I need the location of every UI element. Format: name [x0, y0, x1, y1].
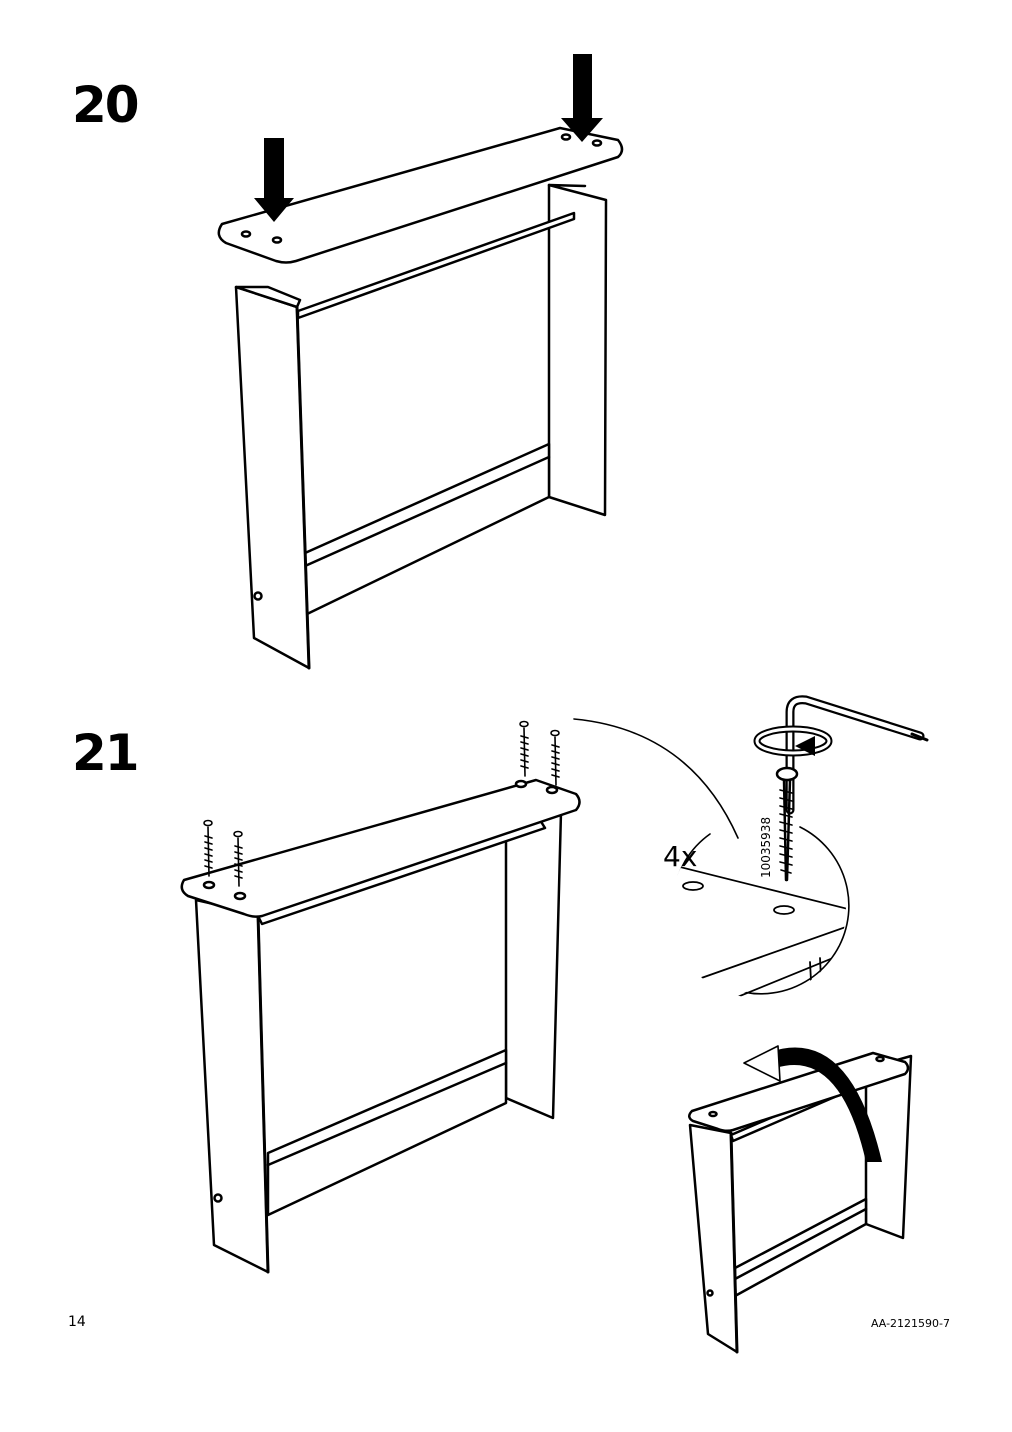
step-20-number: 20 [72, 76, 140, 134]
step-21-number: 21 [72, 724, 140, 782]
page-number: 14 [68, 1314, 86, 1330]
quantity-label: 4x [663, 840, 697, 873]
document-code: AA-2121590-7 [870, 1317, 950, 1330]
step-21-illustration [180, 695, 929, 1354]
step-20-illustration [217, 54, 624, 670]
part-number-label: 10035938 [759, 817, 773, 878]
